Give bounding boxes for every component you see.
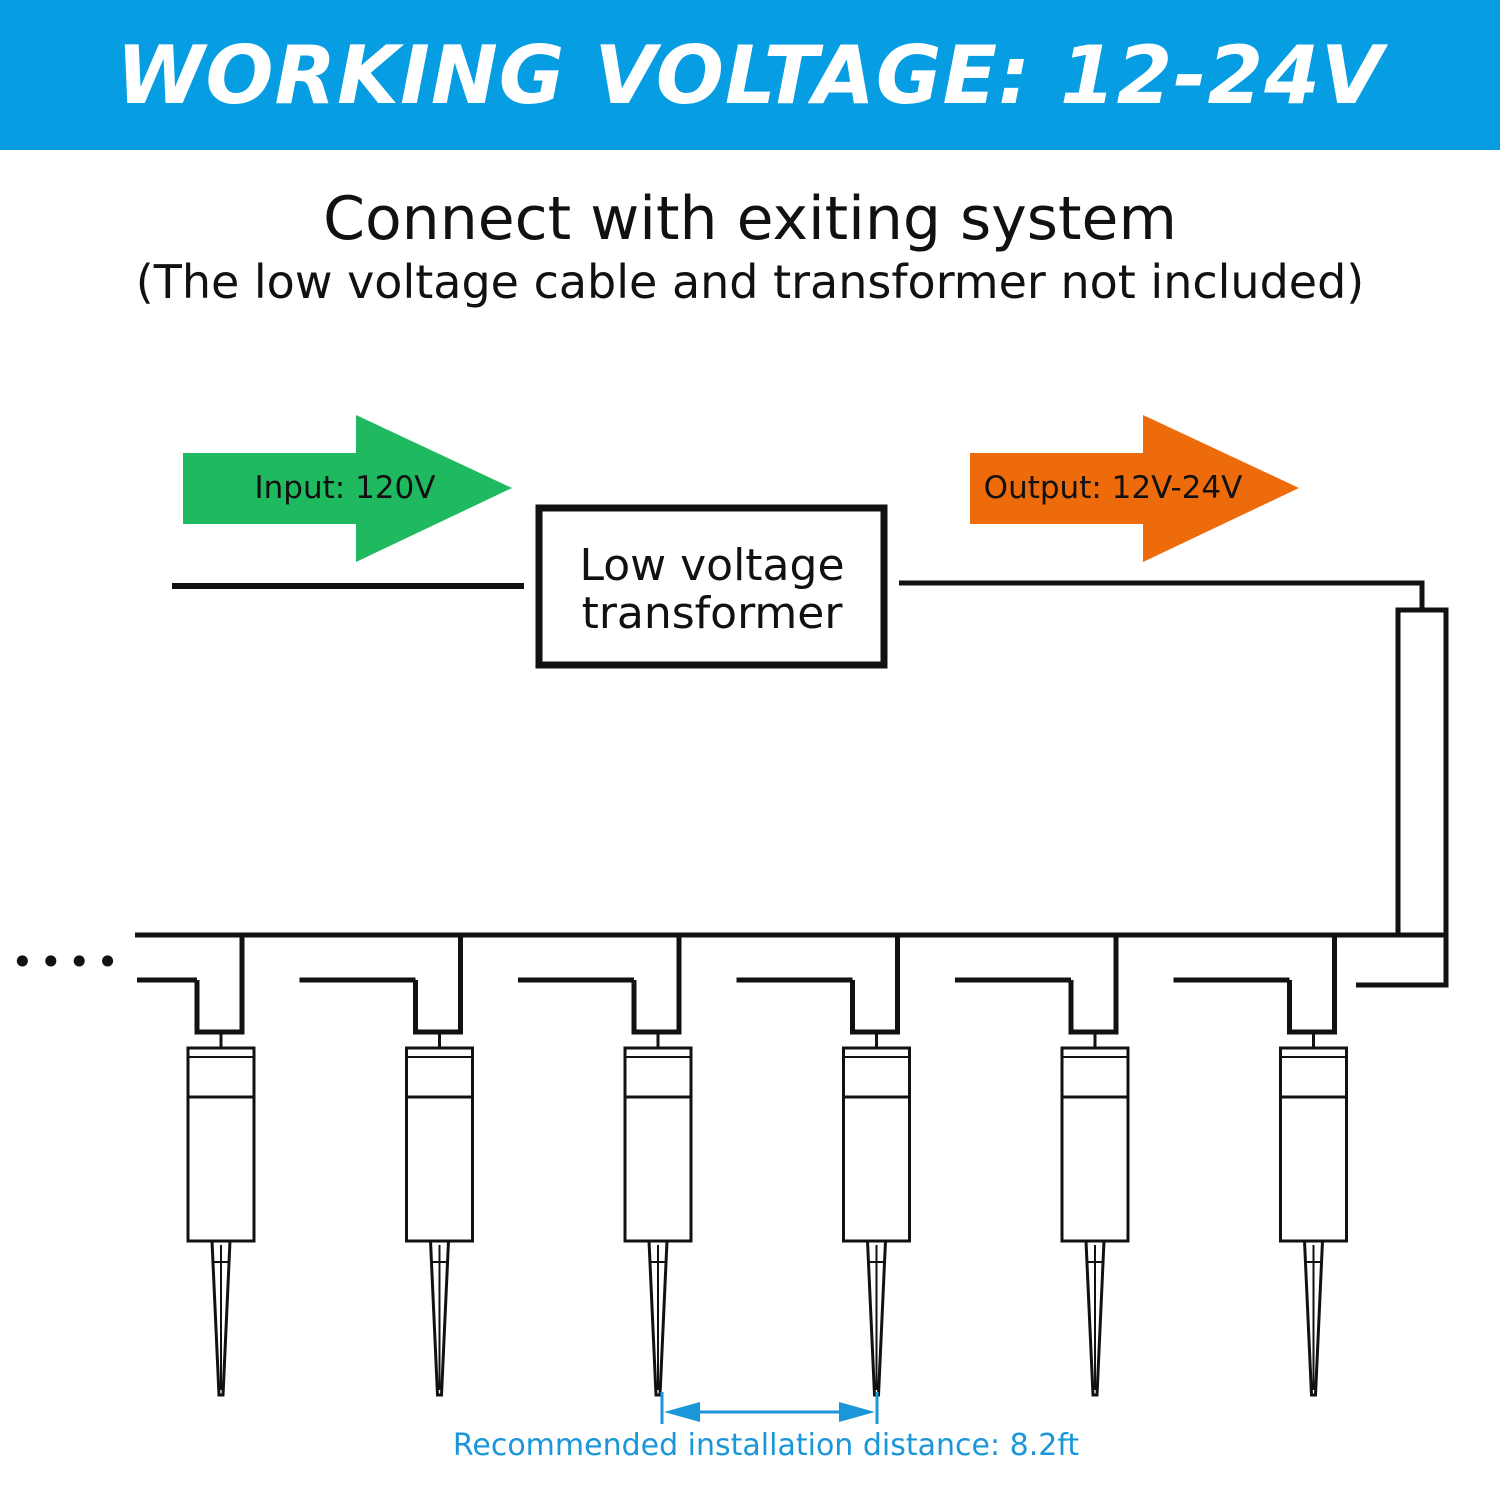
distance-arrowhead-left	[664, 1402, 700, 1422]
light-body	[1279, 1046, 1348, 1243]
light-body	[842, 1046, 911, 1243]
header-banner: WORKING VOLTAGE: 12-24V	[0, 0, 1500, 150]
cable-return	[1356, 935, 1449, 988]
transformer-box	[535, 504, 888, 669]
cable-loop	[1395, 607, 1449, 938]
diagram-note: (The low voltage cable and transformer n…	[135, 255, 1365, 309]
light-connector-wire	[194, 935, 245, 1035]
light-connector-wire	[631, 935, 682, 1035]
input-arrow	[183, 415, 512, 562]
light-body	[405, 1046, 474, 1243]
lights-group	[137, 935, 1348, 1397]
output-arrow	[970, 415, 1299, 562]
light-connector-wire	[1287, 935, 1337, 1035]
output-arrow-label: Output: 12V-24V	[984, 470, 1243, 506]
light-body	[186, 1046, 256, 1243]
light-body	[1060, 1046, 1130, 1243]
light-connector-wire	[850, 935, 900, 1035]
distance-label: Recommended installation distance: 8.2ft	[453, 1428, 1079, 1463]
light-connector-wire	[1068, 935, 1119, 1035]
output-cable	[899, 580, 1425, 610]
transformer-label-line1: Low voltage	[579, 540, 844, 591]
continuation-dots: ••••	[11, 940, 125, 984]
light-body	[623, 1046, 693, 1243]
distance-arrowhead-right	[839, 1402, 875, 1422]
transformer-label-line2: transformer	[582, 588, 844, 639]
diagram-heading: Connect with exiting system	[323, 184, 1177, 254]
banner-title: WORKING VOLTAGE: 12-24V	[116, 28, 1384, 122]
input-arrow-label: Input: 120V	[255, 470, 436, 506]
light-connector-wire	[413, 935, 463, 1035]
